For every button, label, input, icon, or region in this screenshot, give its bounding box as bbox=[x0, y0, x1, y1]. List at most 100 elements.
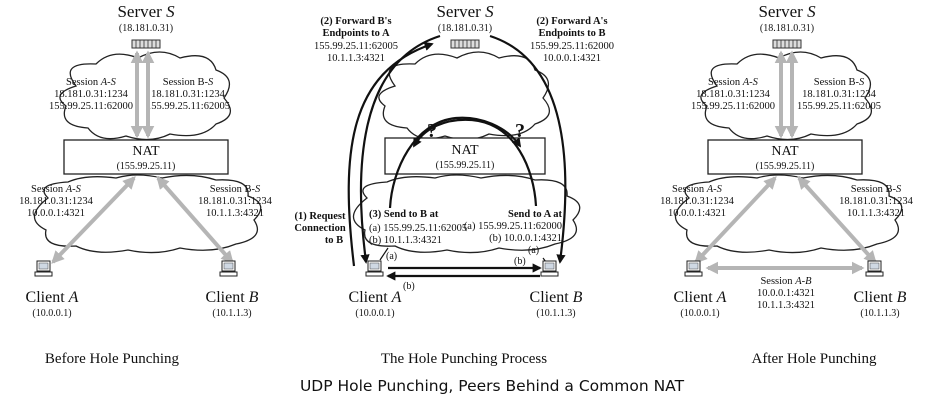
panel-title-after: After Hole Punching bbox=[752, 351, 877, 367]
nat-ip: (155.99.25.11) bbox=[436, 160, 495, 171]
client-a-name: Client A bbox=[349, 289, 402, 306]
session-as-inner-title: Session A-S bbox=[31, 184, 82, 195]
nat-label: NAT bbox=[451, 143, 479, 158]
step2-right-line4: 10.0.0.1:4321 bbox=[543, 53, 601, 64]
session-as-inner-line1: 18.181.0.31:1234 bbox=[19, 196, 94, 207]
session-bs-title: Session B-S bbox=[814, 77, 865, 88]
mark-a-right: (a) bbox=[528, 245, 539, 256]
client-b-computer-icon bbox=[540, 260, 559, 277]
client-a-ip: (10.0.0.1) bbox=[680, 308, 719, 319]
session-bs-lower-arrow bbox=[156, 176, 234, 264]
step2-right-line3: 155.99.25.11:62000 bbox=[530, 41, 614, 52]
client-b-name: Client B bbox=[530, 289, 583, 306]
session-as-line1: 18.181.0.31:1234 bbox=[696, 89, 771, 100]
session-as-title: Session A-S bbox=[708, 77, 759, 88]
mark-a-left: (a) bbox=[386, 251, 397, 262]
step1-line3: to B bbox=[325, 235, 343, 246]
session-as-lower-arrow bbox=[51, 176, 136, 264]
step3-right-line2: (a) 155.99.25.11:62000 bbox=[464, 221, 562, 232]
session-bs-lower-arrow bbox=[797, 176, 877, 264]
session-as-line2: 155.99.25.11:62000 bbox=[49, 101, 133, 112]
step3a-a-to-b-arrow bbox=[388, 116, 522, 209]
nat-ip: (155.99.25.11) bbox=[117, 161, 176, 172]
client-b-computer-icon bbox=[865, 260, 884, 277]
client-b-ip: (10.1.1.3) bbox=[536, 308, 575, 319]
step1-line1: (1) Request bbox=[294, 211, 346, 222]
session-bs-inner-line1: 18.181.0.31:1234 bbox=[839, 196, 914, 207]
server-ip: (18.181.0.31) bbox=[760, 23, 814, 34]
question-mark-right: ? bbox=[515, 120, 525, 142]
server-name: Server S bbox=[117, 2, 175, 21]
client-b-ip: (10.1.1.3) bbox=[860, 308, 899, 319]
nat-ip: (155.99.25.11) bbox=[756, 161, 815, 172]
client-a-ip: (10.0.0.1) bbox=[355, 308, 394, 319]
panel-process: Server S (18.181.0.31) (2) Forward B's E… bbox=[294, 2, 614, 367]
nat-label: NAT bbox=[771, 144, 799, 159]
panel-after: Server S (18.181.0.31) Session A-S 18.18… bbox=[660, 2, 914, 367]
client-a-ip: (10.0.0.1) bbox=[32, 308, 71, 319]
nat-label: NAT bbox=[132, 144, 160, 159]
session-ab-line2: 10.1.1.3:4321 bbox=[757, 300, 815, 311]
session-bs-line1: 18.181.0.31:1234 bbox=[802, 89, 877, 100]
server-name: Server S bbox=[758, 2, 816, 21]
client-a-computer-icon bbox=[34, 260, 53, 277]
session-as-line2: 155.99.25.11:62000 bbox=[691, 101, 775, 112]
step2-left-line4: 10.1.1.3:4321 bbox=[327, 53, 385, 64]
step3-right-line3: (b) 10.0.0.1:4321 bbox=[489, 233, 562, 244]
session-as-inner-title: Session A-S bbox=[672, 184, 723, 195]
client-a-computer-icon bbox=[684, 260, 703, 277]
panel-title-process: The Hole Punching Process bbox=[381, 351, 547, 367]
session-bs-inner-title: Session B-S bbox=[851, 184, 902, 195]
session-bs-inner-line2: 10.1.1.3:4321 bbox=[206, 208, 264, 219]
server-icon bbox=[450, 39, 480, 49]
server-ip: (18.181.0.31) bbox=[119, 23, 173, 34]
step2-forward-to-a-arrow bbox=[359, 34, 441, 264]
session-bs-inner-line2: 10.1.1.3:4321 bbox=[847, 208, 905, 219]
figure-caption: UDP Hole Punching, Peers Behind a Common… bbox=[300, 377, 685, 395]
session-as-inner-line1: 18.181.0.31:1234 bbox=[660, 196, 735, 207]
session-bs-line2: 155.99.25.11:62005 bbox=[797, 101, 881, 112]
client-a-computer-icon bbox=[365, 260, 384, 277]
session-bs-inner-title: Session B-S bbox=[210, 184, 261, 195]
client-b-computer-icon bbox=[219, 260, 238, 277]
session-bs-inner-line1: 18.181.0.31:1234 bbox=[198, 196, 273, 207]
panel-title-before: Before Hole Punching bbox=[45, 351, 180, 367]
nat-box bbox=[63, 139, 229, 175]
step2-left-line1: (2) Forward B's bbox=[320, 16, 391, 27]
server-icon bbox=[131, 39, 161, 49]
client-a-name: Client A bbox=[26, 289, 79, 306]
step2-forward-to-b-arrow bbox=[489, 34, 567, 264]
panel-before: Server S (18.181.0.31) Session A-S 18.18… bbox=[19, 2, 273, 367]
step3a-b-to-a-arrow bbox=[413, 118, 538, 207]
question-mark-left: ? bbox=[427, 120, 437, 142]
session-bs-title: Session B-S bbox=[163, 77, 214, 88]
mark-b-top: (b) bbox=[514, 256, 526, 267]
step3-left-line3: (b) 10.1.1.3:4321 bbox=[369, 235, 442, 246]
session-as-lower-arrow bbox=[694, 176, 777, 264]
step2-right-line1: (2) Forward A's bbox=[536, 16, 607, 27]
step2-left-line2: Endpoints to A bbox=[322, 28, 390, 39]
session-as-inner-line2: 10.0.0.1:4321 bbox=[668, 208, 726, 219]
session-as-inner-line2: 10.0.0.1:4321 bbox=[27, 208, 85, 219]
client-a-name: Client A bbox=[674, 289, 727, 306]
step1-line2: Connection bbox=[294, 223, 345, 234]
step3-left-line1: (3) Send to B at bbox=[369, 209, 439, 220]
client-b-name: Client B bbox=[206, 289, 259, 306]
mark-b-bottom: (b) bbox=[403, 281, 415, 292]
server-icon bbox=[772, 39, 802, 49]
step2-right-line2: Endpoints to B bbox=[538, 28, 605, 39]
client-b-name: Client B bbox=[854, 289, 907, 306]
client-b-ip: (10.1.1.3) bbox=[212, 308, 251, 319]
nat-box bbox=[707, 139, 863, 175]
session-bs-line1: 18.181.0.31:1234 bbox=[151, 89, 226, 100]
session-as-line1: 18.181.0.31:1234 bbox=[54, 89, 129, 100]
server-ip: (18.181.0.31) bbox=[438, 23, 492, 34]
mark-a-left-line bbox=[379, 247, 389, 261]
server-name: Server S bbox=[436, 2, 494, 21]
session-as-title: Session A-S bbox=[66, 77, 117, 88]
step3-left-line2: (a) 155.99.25.11:62005 bbox=[369, 223, 467, 234]
session-ab-line1: 10.0.0.1:4321 bbox=[757, 288, 815, 299]
step2-left-line3: 155.99.25.11:62005 bbox=[314, 41, 398, 52]
session-bs-line2: 155.99.25.11:62005 bbox=[146, 101, 230, 112]
